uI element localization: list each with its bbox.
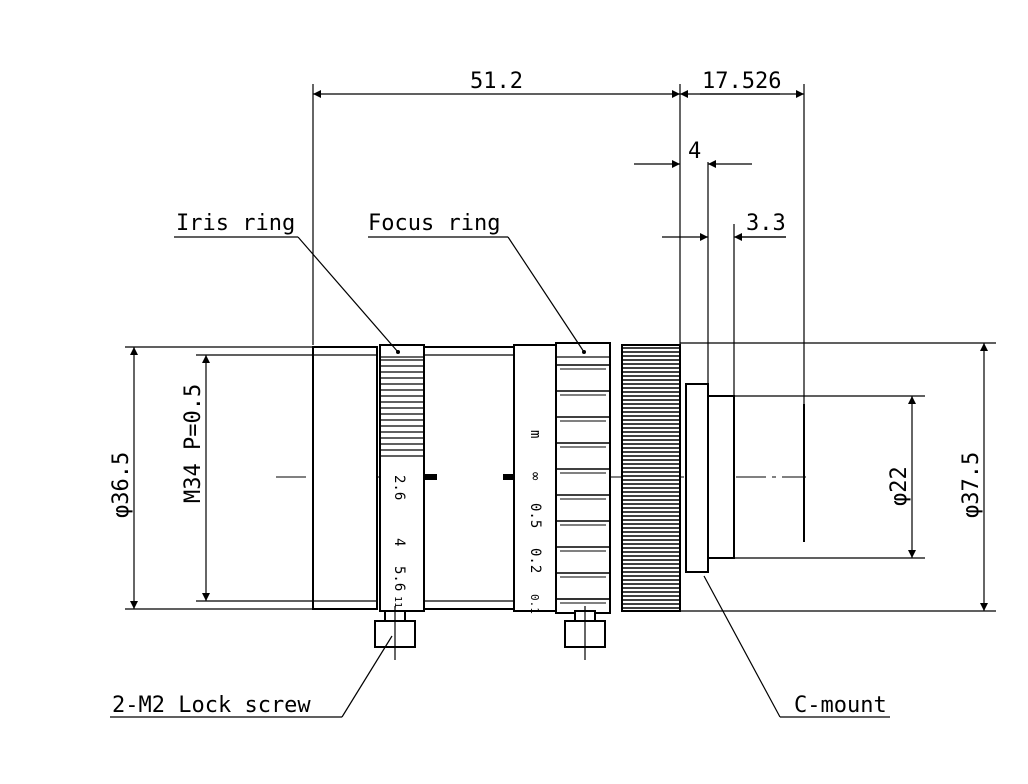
focus-scale-band [513,344,557,612]
front-barrel [312,346,378,610]
iris-scale: 2.6 4 5.6 11 [391,475,407,608]
label-iris-ring: Iris ring [176,211,295,236]
dim-flange-back: 17.526 [702,69,781,94]
iris-index-mark [425,474,437,480]
iris-f-2-6: 2.6 [391,475,407,500]
dim-mount-step: 3.3 [746,211,786,236]
focus-ring [555,342,611,614]
iris-ring-knurl [379,344,425,612]
iris-f-4: 4 [391,538,407,546]
focus-0-5: 0.5 [527,503,543,528]
dim-body-diameter: φ36.5 [109,452,134,518]
dim-mount-depth: 4 [688,139,701,164]
focus-unit-m: m [527,430,543,438]
c-mount-flange [685,383,709,573]
c-mount-thread [707,395,735,559]
focus-index-mark [503,474,515,480]
lock-screw-iris [374,606,416,660]
rear-knurled-ring [621,344,681,612]
label-lock-screw: 2-M2 Lock screw [112,693,311,718]
middle-barrel [423,346,515,610]
focus-infinity: ∞ [527,472,543,481]
dim-filter-thread: M34 P=0.5 [181,384,206,503]
label-focus-ring: Focus ring [368,211,500,236]
dim-max-diameter: φ37.5 [959,452,984,518]
lock-screw-focus [564,606,606,660]
iris-f-11: 11 [392,596,403,608]
iris-f-5-6: 5.6 [391,566,407,591]
label-c-mount: C-mount [794,693,887,718]
focus-scale: m ∞ 0.5 0.2 0.1 [527,430,543,614]
focus-0-2: 0.2 [527,548,543,573]
dim-mount-diameter: φ22 [887,466,912,506]
dim-overall-length: 51.2 [470,69,523,94]
focus-0-1: 0.1 [528,594,541,614]
